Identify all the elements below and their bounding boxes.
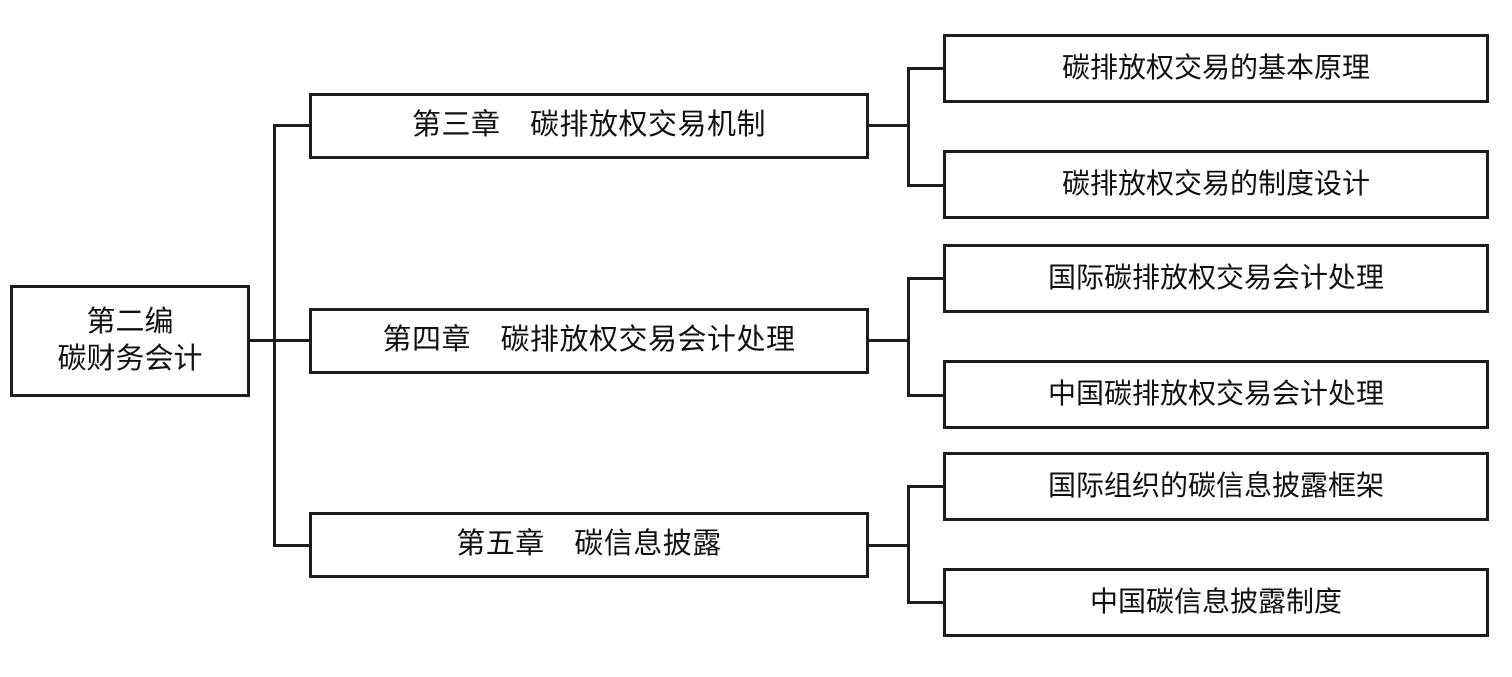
chapter-node-3: 第五章 碳信息披露 (309, 512, 869, 578)
connector-group-3-spine (907, 485, 910, 604)
connector-group-2-to-leaf-1 (907, 277, 945, 280)
connector-spine-to-chapter-3 (273, 544, 311, 547)
connector-group-2-spine (907, 277, 910, 397)
leaf-node-1-2: 碳排放权交易的制度设计 (943, 150, 1489, 219)
connector-spine-to-chapter-2 (273, 339, 311, 342)
connector-group-1-to-leaf-1 (907, 67, 945, 70)
leaf-node-3-2: 中国碳信息披露制度 (943, 568, 1489, 637)
chapter-node-1: 第三章 碳排放权交易机制 (309, 93, 869, 159)
connector-spine-to-chapter-1 (273, 124, 311, 127)
leaf-node-3-1: 国际组织的碳信息披露框架 (943, 452, 1489, 521)
connector-chapter-3-stub (867, 544, 910, 547)
connector-group-3-to-leaf-1 (907, 485, 945, 488)
connector-chapter-spine (273, 124, 276, 547)
chapter-node-2: 第四章 碳排放权交易会计处理 (309, 308, 869, 374)
connector-chapter-1-stub (867, 124, 910, 127)
connector-group-2-to-leaf-2 (907, 394, 945, 397)
root-node: 第二编 碳财务会计 (10, 285, 250, 397)
leaf-node-2-1: 国际碳排放权交易会计处理 (943, 244, 1489, 313)
leaf-node-1-1: 碳排放权交易的基本原理 (943, 34, 1489, 103)
connector-chapter-2-stub (867, 339, 910, 342)
connector-root-to-spine (250, 339, 275, 342)
connector-group-1-spine (907, 67, 910, 187)
connector-group-1-to-leaf-2 (907, 184, 945, 187)
leaf-node-2-2: 中国碳排放权交易会计处理 (943, 360, 1489, 429)
connector-group-3-to-leaf-2 (907, 601, 945, 604)
